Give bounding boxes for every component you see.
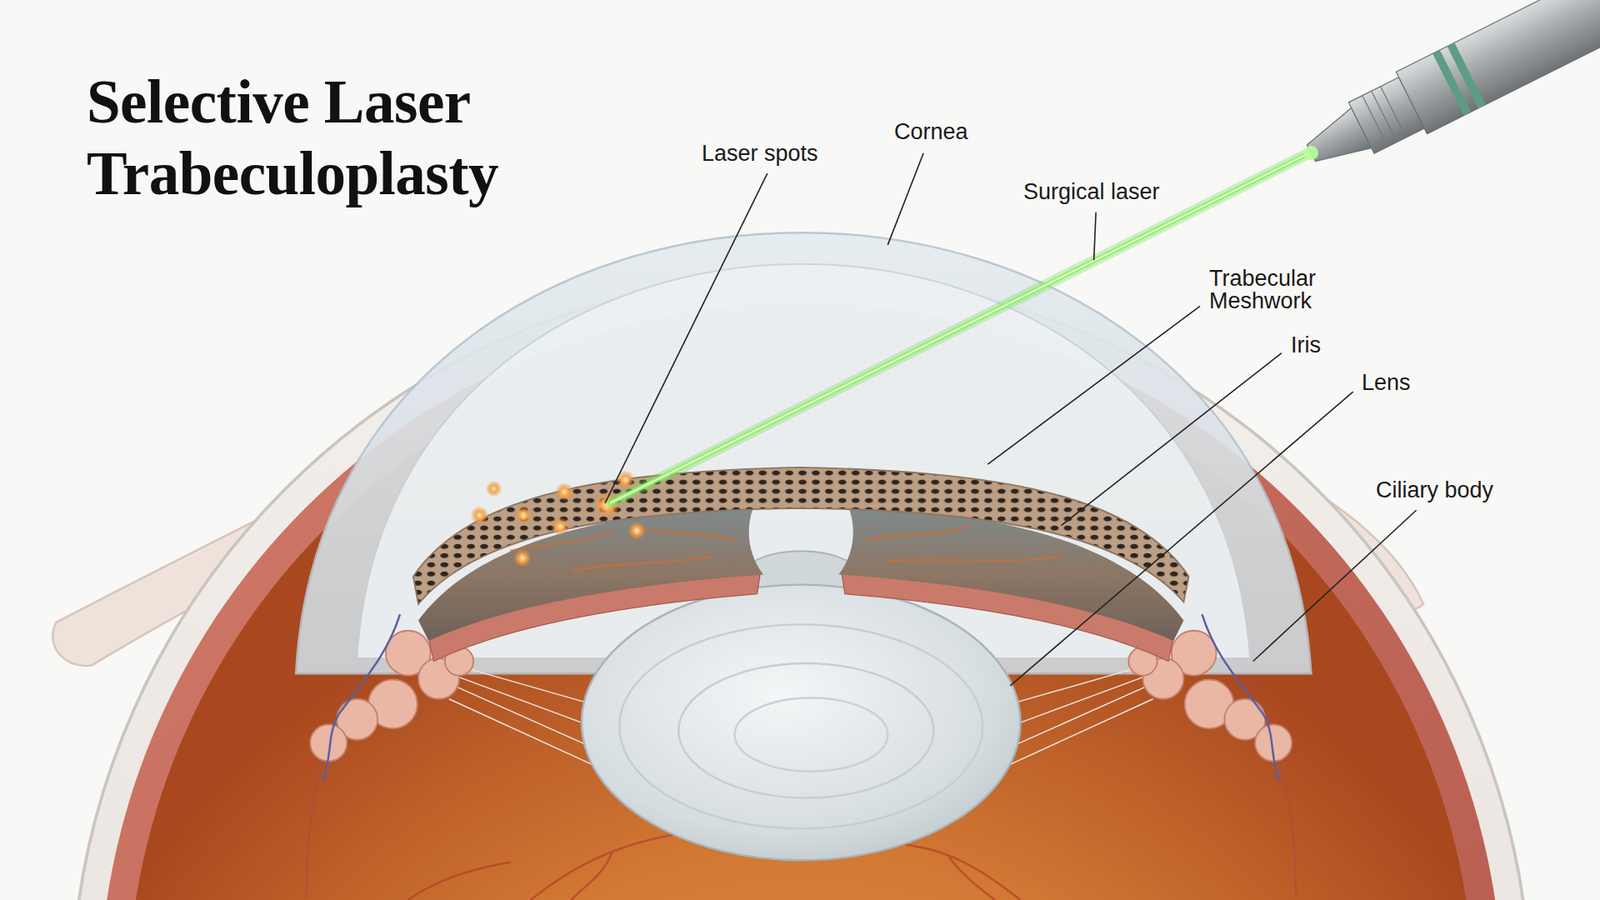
iris-shape-part-part	[887, 555, 1061, 561]
laser-beam-part	[610, 153, 1310, 504]
part-label: Lens	[1360, 370, 1413, 395]
laser-device-part	[1362, 95, 1389, 147]
laser-device-part	[1395, 0, 1600, 135]
laser-spot	[470, 470, 646, 567]
laser-device-part	[1380, 86, 1407, 138]
leader-line-part	[987, 305, 1200, 465]
laser-beam-part	[610, 153, 1310, 504]
leader-line-part	[1060, 353, 1281, 526]
laser-beam-part	[610, 153, 1310, 504]
leader-line	[605, 153, 1416, 686]
retinal-vessel-part	[949, 857, 995, 900]
zonule-fibres-part	[1015, 685, 1148, 745]
leader-line-part	[605, 173, 768, 504]
zonule-fibres-part	[1008, 699, 1154, 766]
laser-spot-part	[485, 480, 503, 498]
leader-line-part	[887, 153, 924, 245]
part-label: Cornea	[892, 120, 970, 145]
lens-shape-part	[581, 585, 1021, 861]
retinal-vessel-part	[408, 862, 510, 900]
leader-line-part	[1253, 510, 1417, 661]
zonule-fibres-part	[449, 699, 595, 766]
blood-vessel-part	[1201, 614, 1280, 781]
iris-shape-part-part	[632, 525, 735, 541]
iris-shape-part	[413, 467, 1190, 605]
part-label: Laser spots	[700, 141, 820, 166]
diagram-title: Selective Laser Trabeculoplasty	[86, 66, 670, 210]
laser-spot-part	[550, 517, 570, 536]
zonule-fibres-part	[1015, 673, 1153, 725]
laser-spot-part	[470, 505, 489, 525]
zonule-fibres-part	[454, 685, 587, 745]
lens-shape-part	[678, 663, 934, 799]
laser-spot-part	[513, 549, 532, 568]
part-label: Surgical laser	[1021, 180, 1162, 205]
laser-device-part	[1447, 42, 1486, 109]
iris-shape-part-part	[867, 525, 970, 541]
laser-device-part	[1432, 50, 1471, 116]
laser-device	[1289, 0, 1600, 188]
leader-line-part	[1094, 212, 1096, 261]
part-label: Iris	[1289, 333, 1323, 358]
laser-spot-part	[627, 521, 646, 540]
blood-vessel-part	[322, 614, 400, 781]
laser-spot-part	[514, 505, 533, 525]
part-label: Ciliary body	[1374, 478, 1495, 503]
retinal-vessel-part	[571, 851, 613, 900]
zonule-fibres-part	[449, 673, 587, 725]
laser-device-part	[1371, 90, 1398, 142]
lens-shape-part	[735, 698, 889, 772]
laser-beam	[610, 153, 1310, 504]
iris-shape-part-part	[571, 555, 715, 571]
laser-spot-part	[555, 482, 574, 501]
laser-device-part	[1301, 143, 1321, 163]
part-label: Trabecular Meshwork	[1207, 266, 1318, 314]
lens-shape-part	[619, 624, 983, 829]
leader-line-part	[1010, 391, 1353, 686]
